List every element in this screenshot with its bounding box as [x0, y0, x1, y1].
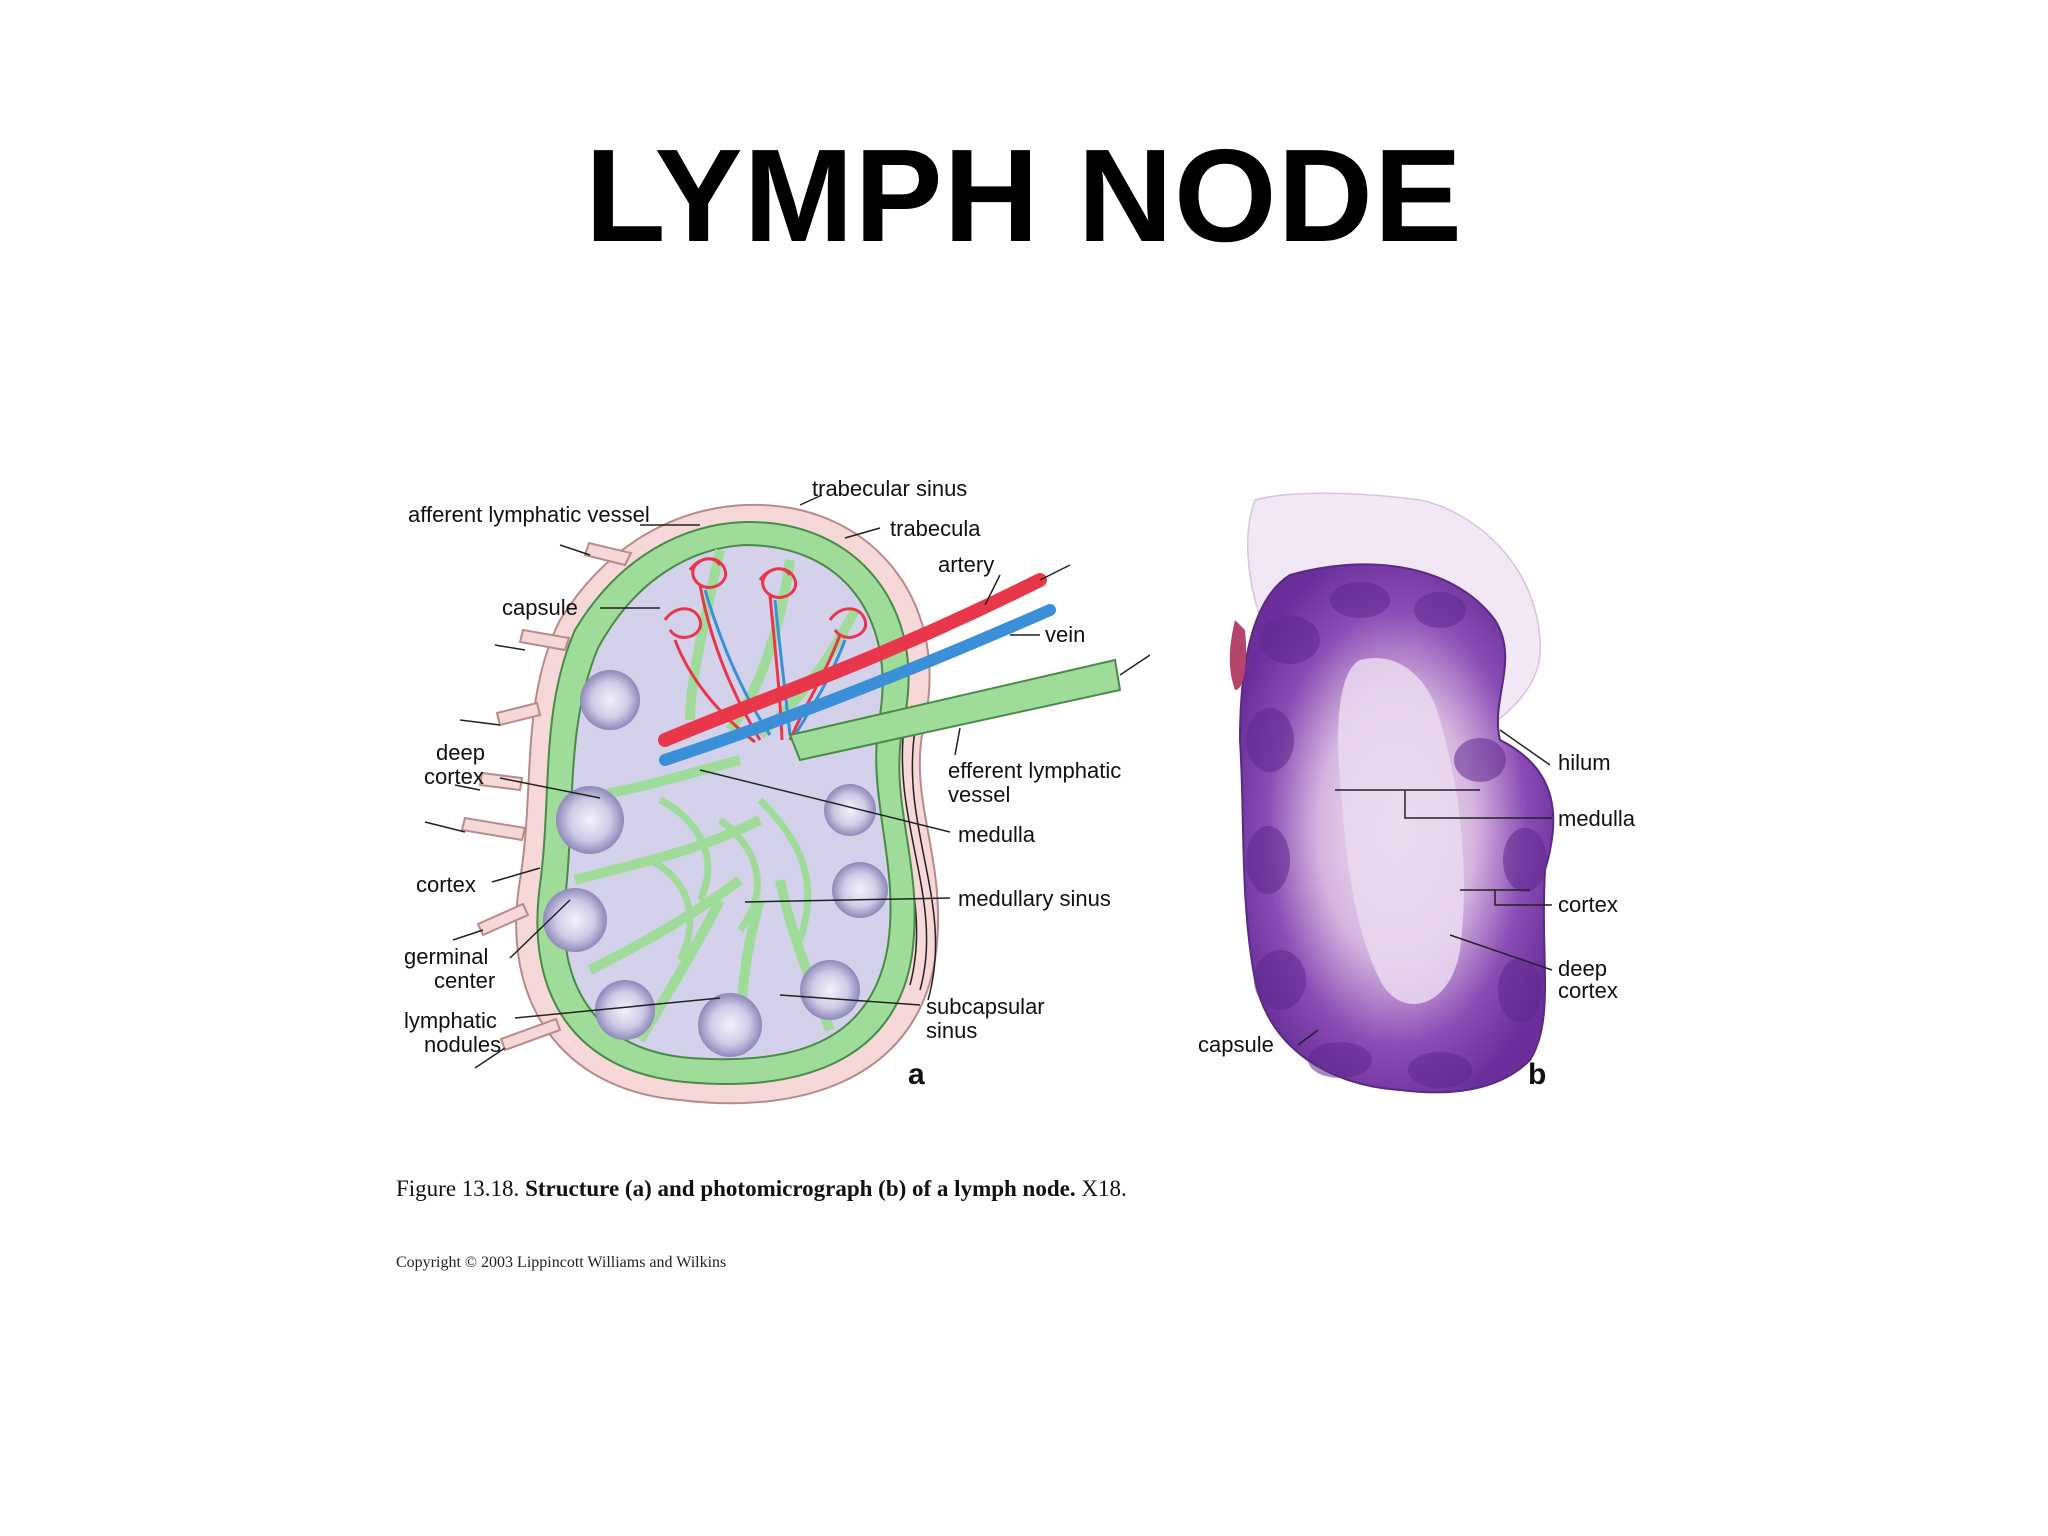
- label-b-medulla: medulla: [1558, 806, 1636, 831]
- caption-prefix: Figure 13.18.: [396, 1176, 520, 1201]
- vascular-tufts: [663, 557, 868, 639]
- lymphatic-nodules: [543, 670, 888, 1057]
- label-germinal: germinal: [404, 944, 488, 969]
- label-cortex: cortex: [416, 872, 476, 897]
- panel-letter-b: b: [1528, 1058, 1546, 1091]
- label-deep: deep: [436, 740, 485, 765]
- label-capsule: capsule: [502, 595, 578, 620]
- caption-bold: Structure (a) and photomicrograph (b) of…: [525, 1176, 1076, 1201]
- label-b-capsule: capsule: [1198, 1032, 1274, 1057]
- panel-letter-a: a: [908, 1058, 925, 1091]
- artery-vessel: [658, 573, 1047, 747]
- photomicrograph-b: [1229, 492, 1555, 1094]
- label-nodules: nodules: [424, 1032, 501, 1057]
- label-lymphatic: lymphatic: [404, 1008, 497, 1033]
- label-subcapsular-sinus: sinus: [926, 1018, 977, 1043]
- vein-vessel: [659, 604, 1056, 766]
- afferent-vessels: [460, 541, 633, 1052]
- label-trabecula: trabecula: [890, 516, 981, 541]
- label-germinal-center: center: [434, 968, 495, 993]
- label-b-cortex: cortex: [1558, 892, 1618, 917]
- label-vein: vein: [1045, 622, 1085, 647]
- label-b-deep: deep: [1558, 956, 1607, 981]
- copyright-notice: Copyright © 2003 Lippincott Williams and…: [396, 1254, 727, 1271]
- label-medulla: medulla: [958, 822, 1036, 847]
- label-b-deep-cortex: cortex: [1558, 978, 1618, 1003]
- label-deep-cortex: cortex: [424, 764, 484, 789]
- label-hilum: hilum: [1558, 750, 1611, 775]
- slide-title: LYMPH NODE: [585, 122, 1463, 269]
- efferent-vessel-shape: [788, 658, 1122, 762]
- caption-suffix: X18.: [1081, 1176, 1127, 1201]
- figure-caption: Figure 13.18. Structure (a) and photomic…: [396, 1176, 1127, 1202]
- label-efferent-vessel: vessel: [948, 782, 1010, 807]
- diagram-a: [424, 503, 1151, 1105]
- label-medullary-sinus: medullary sinus: [958, 886, 1111, 911]
- label-efferent-lymphatic: efferent lymphatic: [948, 758, 1121, 783]
- label-subcapsular: subcapsular: [926, 994, 1045, 1019]
- label-trabecular-sinus: trabecular sinus: [812, 476, 967, 501]
- label-artery: artery: [938, 552, 994, 577]
- label-afferent-lymphatic-vessel: afferent lymphatic vessel: [408, 502, 650, 527]
